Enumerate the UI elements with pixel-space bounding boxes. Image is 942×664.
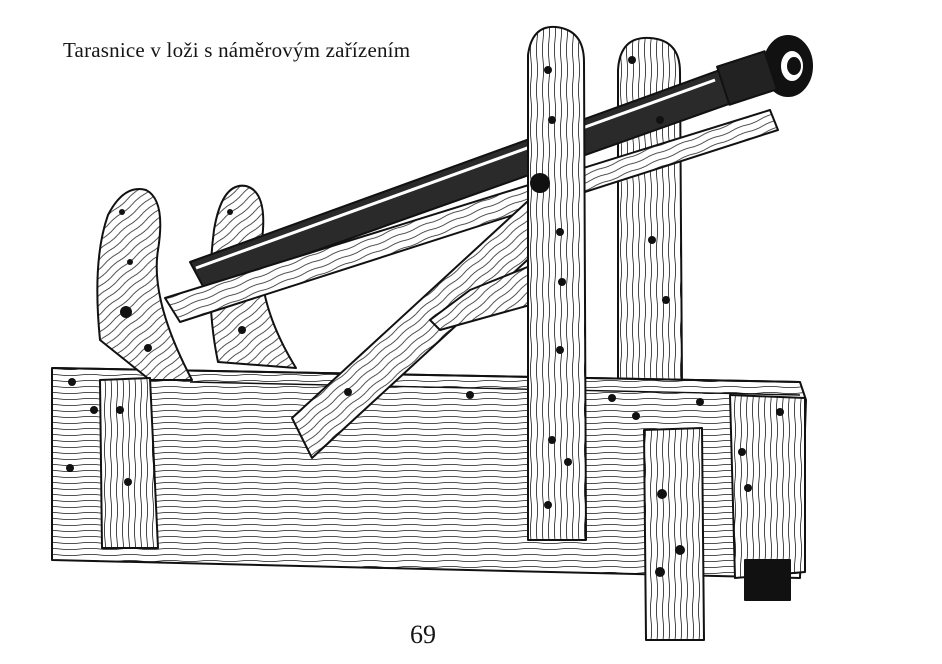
front-upright xyxy=(527,25,587,541)
illustration-caption: Tarasnice v loži s náměrovým zařízením xyxy=(63,38,411,62)
front-right-post xyxy=(643,427,705,641)
page-number: 69 xyxy=(410,620,436,649)
gun-barrel xyxy=(189,35,813,291)
iron-bolts xyxy=(66,56,784,577)
front-left-cheek xyxy=(96,188,193,549)
carriage-base xyxy=(51,367,807,601)
